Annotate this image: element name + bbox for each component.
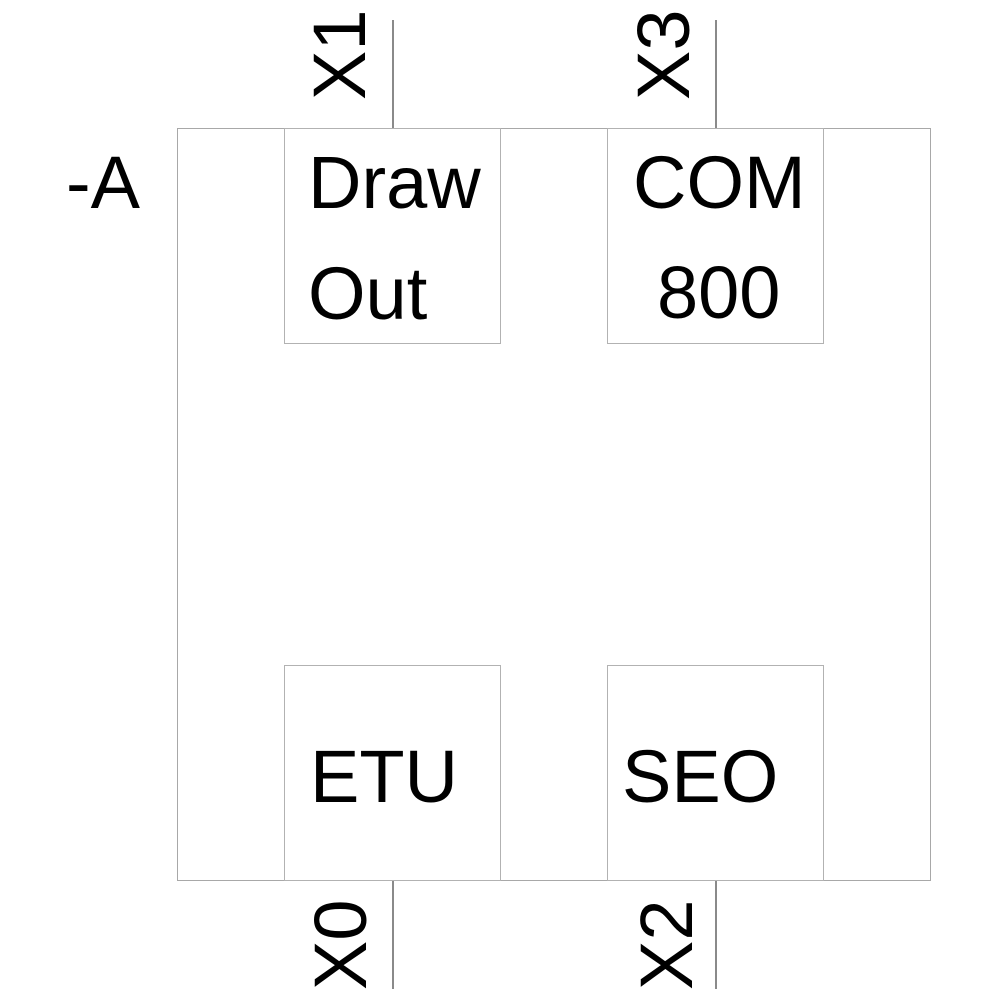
terminal-line-x1 [392,20,394,128]
block-draw-out [284,128,501,344]
terminal-line-x3 [715,20,717,128]
terminal-line-x2 [715,881,717,989]
block-com-800 [607,128,824,344]
terminal-line-x0 [392,881,394,989]
device-designation-label: -A [66,141,140,224]
block-com-800-label-line1: COM [633,141,806,224]
terminal-label-x0: X0 [299,899,382,990]
terminal-label-x2: X2 [625,899,708,990]
block-etu [284,665,501,881]
block-etu-label: ETU [310,735,458,818]
block-seo-label: SEO [622,735,779,818]
block-com-800-label-line2: 800 [657,251,781,334]
terminal-label-x1: X1 [298,9,381,100]
block-draw-out-label-line1: Draw [308,141,481,224]
block-seo [607,665,824,881]
terminal-label-x3: X3 [622,9,705,100]
block-draw-out-label-line2: Out [308,252,428,335]
